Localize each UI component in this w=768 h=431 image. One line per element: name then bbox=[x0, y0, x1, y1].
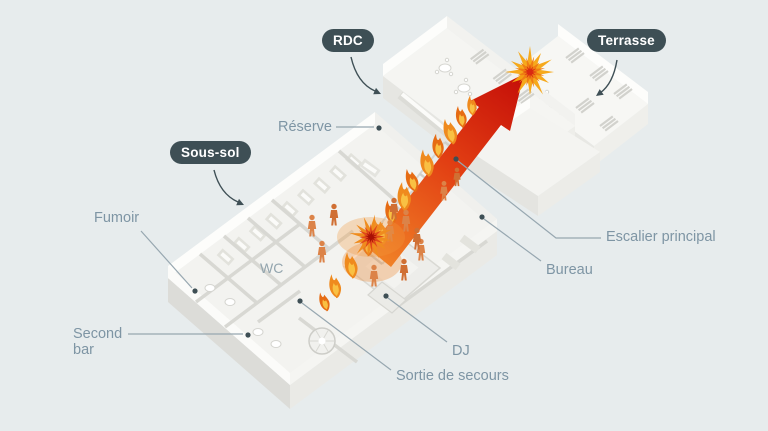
basement-furniture bbox=[204, 158, 481, 348]
spiral-staircase-icon bbox=[308, 327, 336, 355]
label-wc: WC bbox=[260, 260, 284, 276]
badge-sous-sol: Sous-sol bbox=[170, 141, 251, 164]
label-reserve: Réserve bbox=[278, 119, 332, 135]
leader-lines bbox=[128, 126, 601, 371]
badge-rdc: RDC bbox=[322, 29, 374, 52]
leader-dots bbox=[192, 125, 485, 338]
label-second-bar: Second bar bbox=[73, 326, 123, 358]
badge-arrowheads bbox=[236, 87, 604, 206]
label-dj: DJ bbox=[452, 343, 470, 359]
fire-burst-basement bbox=[337, 210, 405, 261]
basement-wall-tables bbox=[216, 152, 363, 266]
label-fumoir: Fumoir bbox=[94, 210, 140, 226]
label-sortie-de-secours: Sortie de secours bbox=[396, 368, 509, 384]
badge-arrows bbox=[213, 56, 618, 203]
terrace-benches bbox=[565, 47, 633, 132]
label-bureau: Bureau bbox=[546, 262, 593, 278]
badge-terrasse: Terrasse bbox=[587, 29, 666, 52]
label-escalier-principal: Escalier principal bbox=[606, 229, 716, 245]
